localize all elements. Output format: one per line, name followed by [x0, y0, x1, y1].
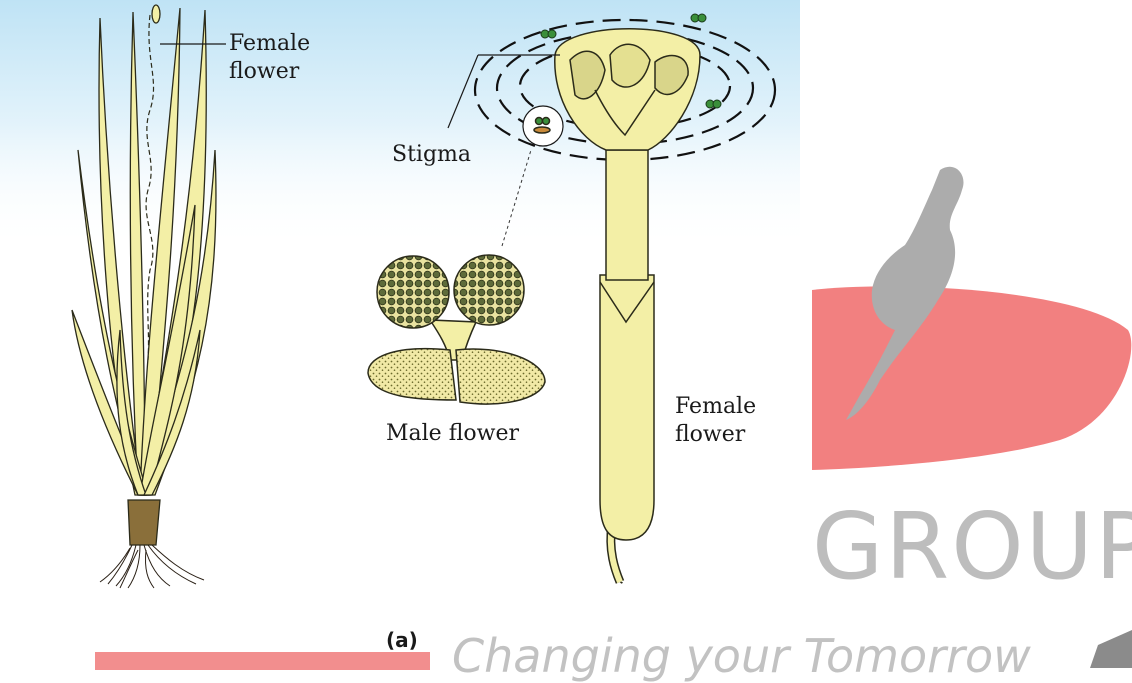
magnified-view-circle [523, 106, 563, 146]
watermark-tagline: Changing your Tomorrow [452, 630, 1031, 682]
label-female-flower-top: Female flower [229, 30, 310, 86]
perianth-tube [606, 150, 648, 280]
male-flower-detail [368, 255, 545, 404]
label-male-flower: Male flower [386, 420, 519, 448]
figure-caption: (a) [386, 626, 418, 654]
label-female-flower-top-line1: Female [229, 30, 310, 58]
label-female-flower-right-line2: flower [675, 421, 756, 449]
label-female-flower-right: Female flower [675, 393, 756, 449]
watermark-red-swoosh [812, 286, 1131, 470]
anther-right [454, 255, 524, 325]
watermark-word: GROUP [812, 492, 1132, 602]
anther-left [377, 256, 449, 328]
watermark-red-bar [95, 652, 430, 670]
label-female-flower-top-line2: flower [229, 58, 310, 86]
perianth-right [456, 349, 545, 404]
watermark-grey-wedge [1090, 630, 1132, 668]
label-stigma: Stigma [392, 141, 471, 169]
perianth-left [368, 349, 456, 400]
small-female-flower [152, 5, 160, 23]
label-female-flower-right-line1: Female [675, 393, 756, 421]
plant-roots [100, 545, 204, 588]
ovary [600, 275, 654, 540]
